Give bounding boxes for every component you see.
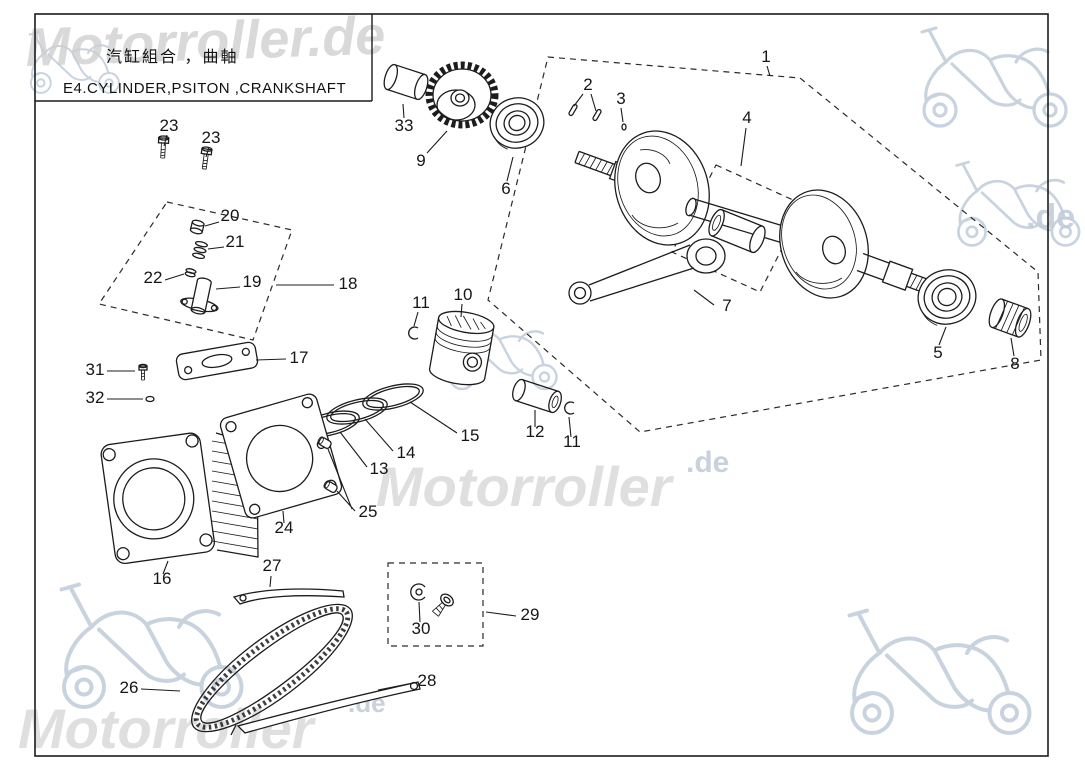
callout-5: 5	[933, 343, 942, 362]
part-crank-web-left	[614, 130, 710, 246]
callout-11-b: 11	[563, 432, 581, 451]
callout-25: 25	[359, 502, 378, 521]
part-11-circlip	[564, 401, 575, 415]
callout-9: 9	[416, 151, 425, 170]
callout-8: 8	[1010, 354, 1019, 373]
diagram-title-english: E4.CYLINDER,PSITON ,CRANKSHAFT	[63, 80, 346, 97]
scooter-watermark-icon	[847, 608, 1032, 735]
part-25-dowel	[317, 436, 332, 450]
parts-layer	[100, 61, 1032, 736]
part-14-ring	[326, 397, 388, 425]
callout-21: 21	[226, 232, 245, 251]
clip-screw-group-boundary	[387, 562, 484, 647]
callout-22: 22	[144, 268, 163, 287]
part-26-timing-chain	[191, 603, 353, 733]
part-17-gasket	[175, 341, 259, 381]
scooter-watermark-icon	[920, 26, 1068, 128]
callout-12: 12	[526, 422, 545, 441]
watermark-layer: Motorroller.de Motorroller .de .de Motor…	[18, 5, 1081, 760]
callout-4: 4	[742, 108, 751, 127]
diagram-border	[34, 13, 1049, 757]
part-2-keys	[568, 103, 602, 122]
callout-30: 30	[412, 619, 431, 638]
callout-1: 1	[761, 47, 770, 66]
part-crank-web-right	[779, 189, 869, 299]
callout-26: 26	[120, 678, 139, 697]
part-15-ring	[362, 383, 424, 411]
callout-15: 15	[461, 426, 480, 445]
part-33-bushing	[383, 63, 429, 101]
callout-23-b: 23	[202, 128, 221, 147]
callout-28: 28	[418, 671, 437, 690]
part-31-screw	[138, 363, 148, 381]
part-crank-pin	[685, 197, 791, 245]
part-28-tensioner-blade	[230, 681, 421, 736]
part-21-spring	[192, 240, 208, 260]
part-32-pin	[145, 395, 155, 403]
watermark-brand-top: Motorroller.de	[24, 5, 386, 78]
callout-31: 31	[86, 360, 105, 379]
callout-29: 29	[521, 605, 540, 624]
watermark-brand-bottom: Motorroller	[18, 697, 317, 760]
callout-2: 2	[583, 75, 592, 94]
part-20-nut	[189, 219, 205, 235]
callout-10: 10	[454, 285, 473, 304]
part-19-tensioner-body	[180, 277, 219, 315]
part-12-piston-pin	[512, 378, 562, 414]
callout-14: 14	[397, 443, 416, 462]
part-22-washer	[184, 268, 197, 278]
part-7-connecting-rod	[568, 238, 726, 305]
part-23-bolt	[200, 146, 213, 170]
callout-23-a: 23	[160, 116, 179, 135]
callout-11-a: 11	[412, 293, 430, 312]
leader-lines	[107, 65, 1015, 692]
callout-24: 24	[275, 518, 294, 537]
tensioner-group-boundary	[98, 201, 293, 341]
part-9-timing-gear	[425, 61, 499, 129]
part-24-gasket	[219, 393, 343, 519]
part-5-bearing	[917, 269, 977, 326]
watermark-brand-middle: Motorroller	[376, 455, 675, 518]
part-25-dowel	[323, 480, 338, 494]
part-11-circlip	[408, 326, 419, 340]
diagram-title-chinese: 汽缸組合 ，曲軸	[106, 47, 238, 66]
callout-18: 18	[339, 274, 358, 293]
watermark-de-middle: .de	[686, 446, 729, 479]
callout-16: 16	[153, 569, 172, 588]
part-4-spacer	[708, 208, 766, 254]
crankshaft-assembly-boundary	[487, 56, 1042, 433]
callout-7: 7	[722, 296, 731, 315]
part-29-screw	[432, 593, 454, 617]
part-27-chain-guide	[232, 588, 345, 605]
title-block: 汽缸組合 ，曲軸 E4.CYLINDER,PSITON ,CRANKSHAFT	[63, 47, 346, 97]
callout-33: 33	[395, 116, 414, 135]
callout-6: 6	[501, 179, 510, 198]
callout-19: 19	[243, 272, 262, 291]
callout-layer: 1 2 3 4 33 9 6 23 23 20 21 22 19 18 11 1…	[86, 47, 1020, 697]
frame	[34, 13, 1049, 757]
watermark-de-right: .de	[1026, 198, 1075, 236]
part-3-pin	[621, 123, 627, 131]
callout-3: 3	[616, 89, 625, 108]
part-8-bushing	[988, 298, 1032, 338]
callout-20: 20	[221, 206, 240, 225]
title-box-lines	[35, 14, 373, 102]
part-crankshaft-right-shaft	[856, 252, 937, 296]
callout-17: 17	[290, 348, 309, 367]
part-10-piston	[428, 310, 495, 386]
callout-32: 32	[86, 388, 105, 407]
part-16-cylinder-block	[100, 432, 259, 565]
callout-13: 13	[370, 459, 389, 478]
callout-27: 27	[263, 556, 282, 575]
part-30-eclip	[410, 583, 426, 601]
part-23-bolt	[157, 135, 170, 159]
